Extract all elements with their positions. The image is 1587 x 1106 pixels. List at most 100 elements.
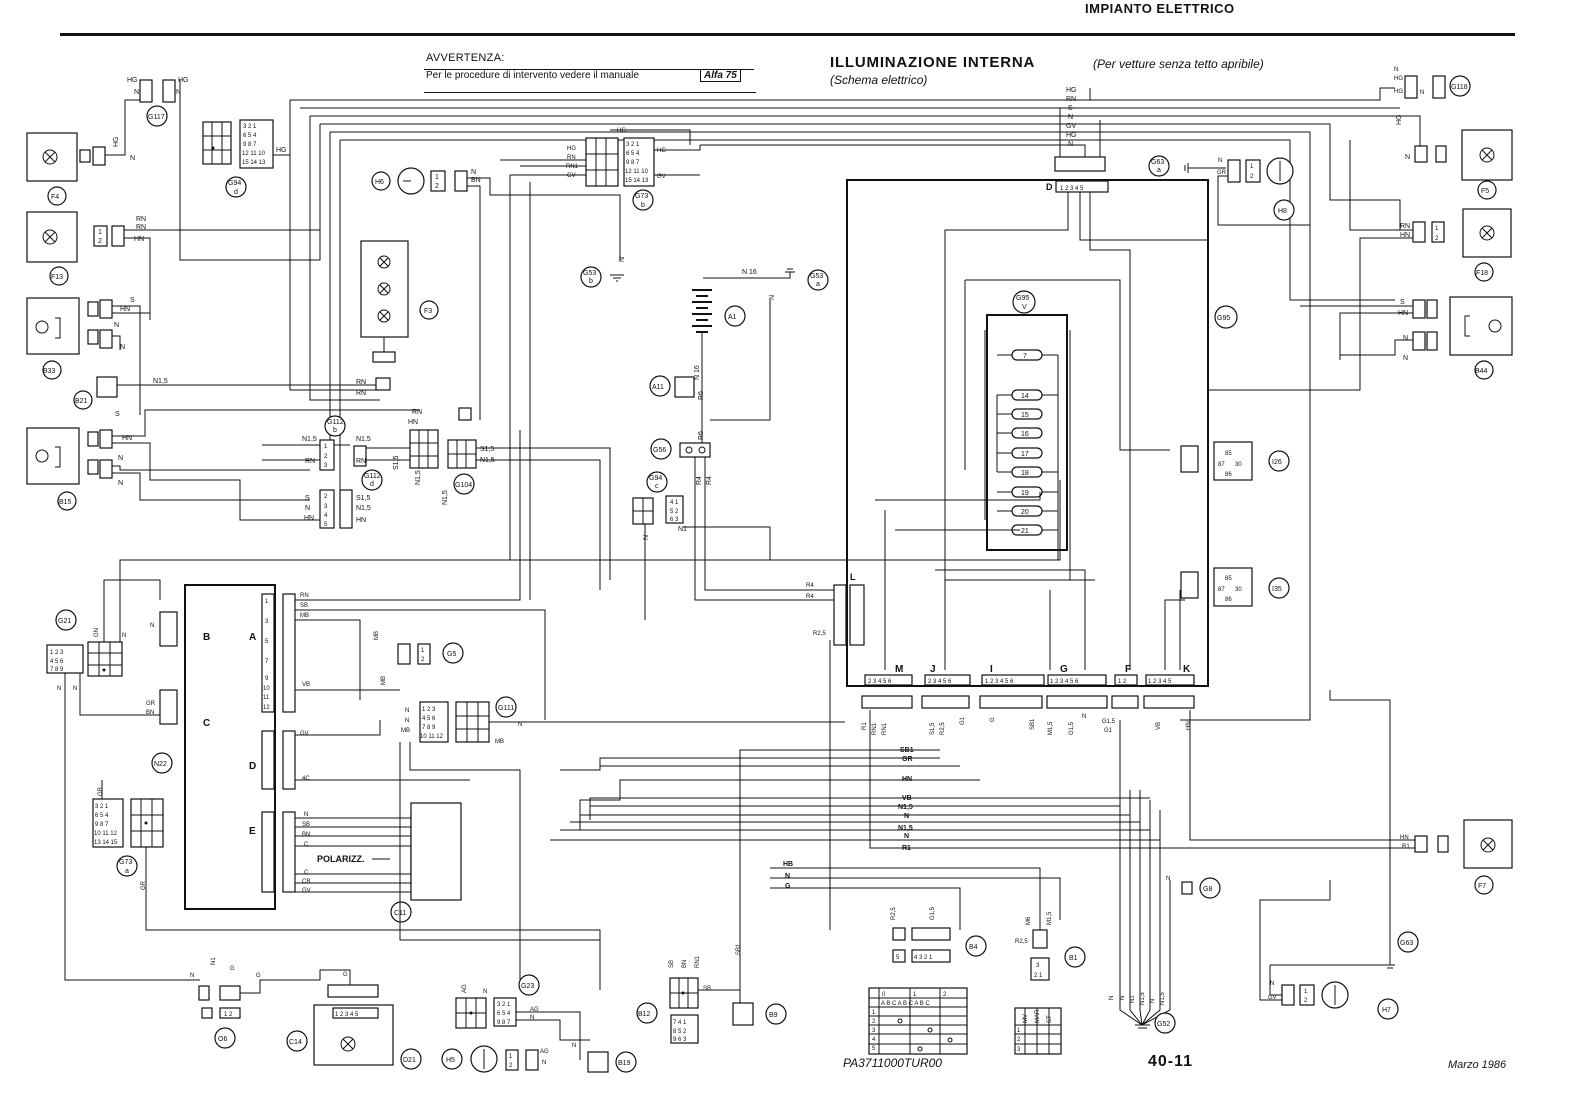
svg-text:HG: HG [178,77,189,84]
svg-text:GV: GV [302,888,311,894]
svg-text:17: 17 [1021,451,1029,458]
component-label-o6: O6 [218,1036,227,1043]
svg-text:N1,5: N1,5 [153,378,168,385]
svg-text:R2,5: R2,5 [891,907,897,920]
svg-text:G1: G1 [1104,728,1113,734]
svg-text:R1: R1 [862,722,868,730]
svg-text:1: 1 [509,1054,513,1060]
svg-text:7 8 9: 7 8 9 [422,725,436,731]
svg-text:RN: RN [305,458,315,465]
diagram-subtitle: (Schema elettrico) [830,73,928,87]
component-label-c14: C14 [289,1039,302,1046]
svg-text:N: N [572,1043,576,1049]
svg-text:N: N [114,322,119,329]
svg-text:SB1: SB1 [736,943,742,955]
component-label-g53b: G53 [583,270,596,277]
connector-d: D [249,761,256,772]
svg-text:N: N [305,505,310,512]
svg-text:RN: RN [1400,223,1410,230]
svg-text:12 11 10: 12 11 10 [242,151,266,157]
component-label-g21: G21 [58,618,71,625]
svg-text:HN: HN [902,776,912,783]
svg-text:85: 85 [1225,451,1232,457]
svg-text:SB1: SB1 [1030,718,1036,730]
svg-text:R6: R6 [698,431,705,440]
component-label-h6: H6 [375,179,384,186]
component-label-h7: H7 [1382,1007,1391,1014]
svg-text:HG: HG [127,77,138,84]
diagram-note: (Per vetture senza tetto apribile) [1093,57,1264,71]
svg-text:S1,5: S1,5 [356,495,371,502]
document-date: Marzo 1986 [1448,1059,1507,1071]
svg-text:N: N [1120,996,1126,1000]
svg-text:M1,5: M1,5 [1047,911,1053,925]
svg-text:N: N [150,623,154,629]
warning-rule [424,69,754,70]
svg-text:2: 2 [1250,174,1254,180]
svg-text:1 2 3: 1 2 3 [422,707,436,713]
svg-text:12 11 10: 12 11 10 [625,169,649,175]
svg-text:GR: GR [141,880,147,890]
svg-text:2: 2 [509,1063,513,1069]
svg-text:2: 2 [1017,1037,1021,1043]
svg-text:HN: HN [1186,721,1192,730]
svg-text:N1: N1 [211,957,217,965]
svg-text:18: 18 [1021,470,1029,477]
svg-text:86: 86 [1225,597,1232,603]
svg-text:7 8 9: 7 8 9 [50,667,64,673]
svg-text:C: C [304,870,309,876]
component-label-f5: F5 [1481,188,1489,195]
connector-c: C [203,718,210,729]
svg-text:N1,5: N1,5 [356,505,371,512]
component-label-n22: N22 [154,761,167,768]
svg-text:MB: MB [374,631,380,640]
connector-l: L [850,572,856,582]
component-label-g73a: G73 [119,859,132,866]
svg-text:86: 86 [1225,472,1232,478]
svg-text:N: N [1218,158,1222,164]
svg-text:4 5 6: 4 5 6 [422,716,436,722]
connector-k: K [1183,664,1191,675]
svg-text:HN: HN [120,306,130,313]
connector-d-top: D [1046,182,1053,192]
component-label-g63: G63 [1400,940,1413,947]
svg-text:N: N [122,633,126,639]
svg-text:1: 1 [1304,989,1308,995]
svg-text:HG: HG [113,137,120,148]
svg-text:RN1: RN1 [695,955,701,968]
component-label-g23: G23 [521,983,534,990]
svg-text:GV: GV [300,731,309,737]
component-label-h8: H8 [1278,208,1287,215]
svg-text:HG: HG [1394,89,1403,95]
svg-text:6 3: 6 3 [670,517,679,523]
svg-text:a: a [1157,167,1161,174]
upper-left-blocks: 3 2 1 6 5 4 9 8 7 12 11 10 15 14 13 HG G… [202,119,621,420]
svg-text:1 2 3 4 5 6: 1 2 3 4 5 6 [1050,679,1079,685]
svg-text:5: 5 [324,522,328,528]
bottom-connectors: M 2 3 4 5 6 J 2 3 4 5 6 I 1 2 3 4 5 6 G … [861,664,1195,709]
svg-text:12: 12 [263,705,270,711]
svg-text:RN: RN [300,593,309,599]
svg-text:1 2 3 4 5 6: 1 2 3 4 5 6 [985,679,1014,685]
connector-a: A [249,632,256,643]
svg-text:G: G [785,883,791,890]
svg-text:N: N [1109,996,1115,1000]
svg-text:BN: BN [471,177,481,184]
component-label-h5: H5 [446,1057,455,1064]
svg-text:b: b [641,202,645,209]
svg-text:GR: GR [1217,170,1227,176]
svg-text:1: 1 [98,229,102,236]
component-label-g112b: G112 [327,419,344,426]
lamp-f4 [26,132,78,182]
svg-text:N: N [1394,67,1398,73]
wire-label: N [1068,141,1073,148]
svg-text:1: 1 [1435,226,1439,232]
svg-text:d: d [370,481,374,488]
svg-text:N: N [118,455,123,462]
svg-text:a: a [816,281,820,288]
svg-text:1 2 3 4 5: 1 2 3 4 5 [1148,679,1172,685]
svg-text:2: 2 [435,183,439,190]
svg-text:3 2 1: 3 2 1 [95,804,109,810]
svg-text:HN: HN [122,435,132,442]
svg-text:N1,5: N1,5 [1140,992,1146,1005]
